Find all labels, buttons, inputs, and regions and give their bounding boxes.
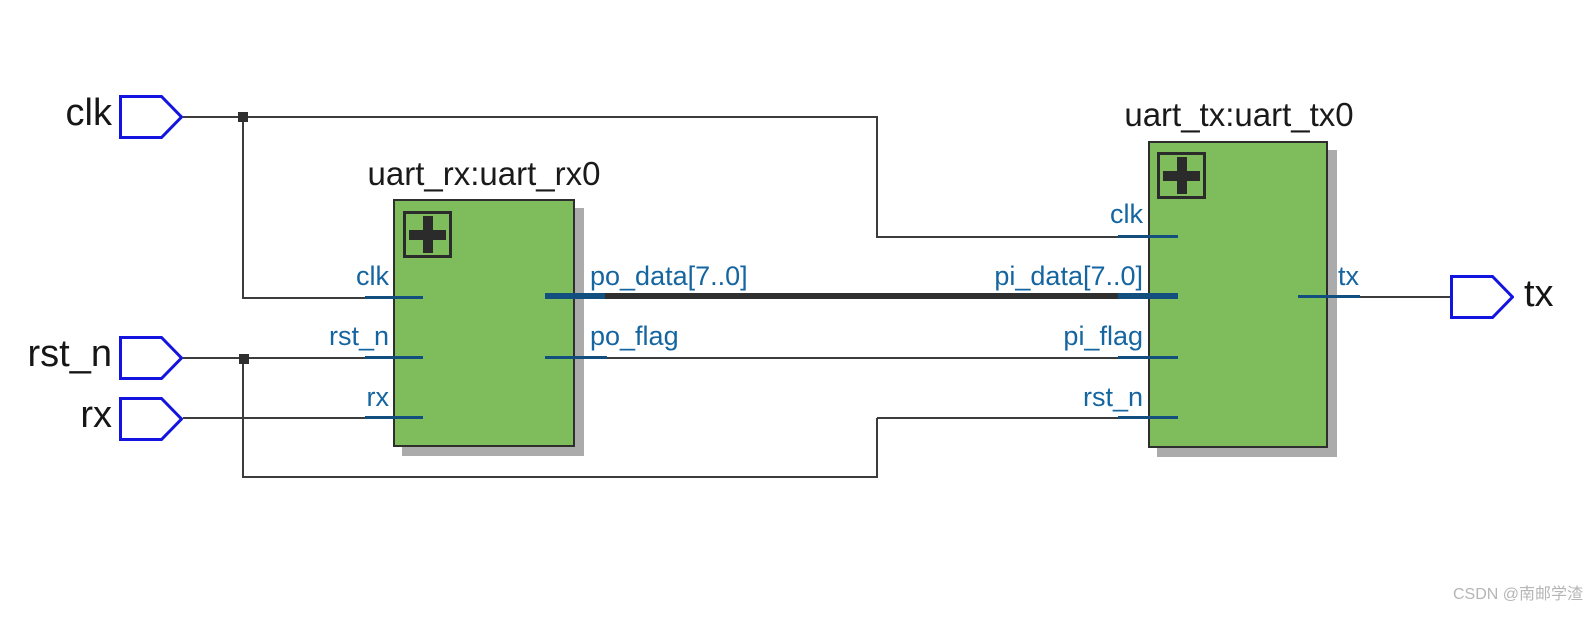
uart-rx-block-title: uart_rx:uart_rx0 bbox=[367, 155, 601, 192]
net-clk-wire-segment[interactable] bbox=[877, 236, 1149, 238]
uart-tx-expand-plus-icon[interactable] bbox=[1157, 152, 1206, 199]
net-rx-wire-segment[interactable] bbox=[183, 417, 394, 419]
uart-rx-pin-stub-rst-n[interactable] bbox=[365, 356, 423, 359]
uart-rx-pin-stub-clk[interactable] bbox=[365, 296, 423, 299]
uart-rx-pin-label-rx: rx bbox=[366, 382, 390, 412]
net-rst-n-wire-segment[interactable] bbox=[183, 357, 394, 359]
uart-tx-pin-stub-rst-n[interactable] bbox=[1118, 416, 1178, 419]
uart-rx-pin-label-clk: clk bbox=[356, 261, 389, 291]
net-clk-wire-segment[interactable] bbox=[183, 116, 878, 118]
net-rst-n-wire-segment[interactable] bbox=[876, 418, 878, 478]
net-clk-wire-segment[interactable] bbox=[242, 116, 244, 299]
uart-tx-pin-stub-pi-flag[interactable] bbox=[1118, 356, 1178, 359]
net-po-data-bus-segment[interactable] bbox=[575, 293, 1149, 299]
output-port-label-tx: tx bbox=[1524, 273, 1554, 315]
uart-tx-block-title: uart_tx:uart_tx0 bbox=[1124, 96, 1354, 133]
uart-rx-pin-stub-po-flag[interactable] bbox=[545, 356, 607, 359]
net-po-flag-wire-segment[interactable] bbox=[575, 357, 1149, 359]
uart-tx-pin-label-pi-flag: pi_flag bbox=[1063, 321, 1143, 351]
uart-tx-pin-label-tx: tx bbox=[1338, 261, 1360, 291]
net-tx-wire-segment[interactable] bbox=[1328, 296, 1451, 298]
input-port-symbol-rx[interactable] bbox=[119, 397, 183, 441]
uart-tx-pin-label-rst-n: rst_n bbox=[1082, 382, 1143, 412]
uart-tx-pin-label-pi-data: pi_data[7..0] bbox=[994, 261, 1143, 291]
input-port-label-clk: clk bbox=[65, 92, 112, 134]
plus-icon-bar bbox=[1176, 157, 1187, 194]
net-clk-junction-dot bbox=[238, 112, 248, 122]
uart-rx-pin-label-po-flag: po_flag bbox=[590, 321, 679, 351]
uart-rx-expand-plus-icon[interactable] bbox=[403, 211, 452, 258]
uart-rx-pin-stub-rx[interactable] bbox=[365, 416, 423, 419]
uart-rx-pin-label-rst-n: rst_n bbox=[328, 321, 389, 351]
net-clk-wire-segment[interactable] bbox=[876, 116, 878, 238]
net-clk-wire-segment[interactable] bbox=[242, 297, 394, 299]
input-port-label-rx: rx bbox=[80, 394, 112, 436]
net-rst-n-wire-segment[interactable] bbox=[877, 417, 1149, 419]
input-port-symbol-clk[interactable] bbox=[119, 95, 183, 139]
uart-tx-pin-stub-pi-data[interactable] bbox=[1118, 293, 1178, 299]
uart-rx-pin-stub-po-data[interactable] bbox=[545, 293, 605, 299]
input-port-symbol-rst-n[interactable] bbox=[119, 336, 183, 380]
net-rst-n-junction-dot bbox=[239, 354, 249, 364]
net-rst-n-wire-segment[interactable] bbox=[242, 476, 878, 478]
uart-tx-pin-stub-tx[interactable] bbox=[1298, 295, 1360, 298]
uart-tx-pin-stub-clk[interactable] bbox=[1118, 235, 1178, 238]
uart-tx-pin-label-clk: clk bbox=[1110, 199, 1143, 229]
csdn-watermark: CSDN @南邮学渣 bbox=[1452, 586, 1583, 603]
uart-rx-pin-label-po-data: po_data[7..0] bbox=[590, 261, 748, 291]
input-port-label-rst-n: rst_n bbox=[27, 333, 112, 375]
output-port-symbol-tx[interactable] bbox=[1450, 275, 1514, 319]
plus-icon-bar bbox=[422, 216, 433, 253]
